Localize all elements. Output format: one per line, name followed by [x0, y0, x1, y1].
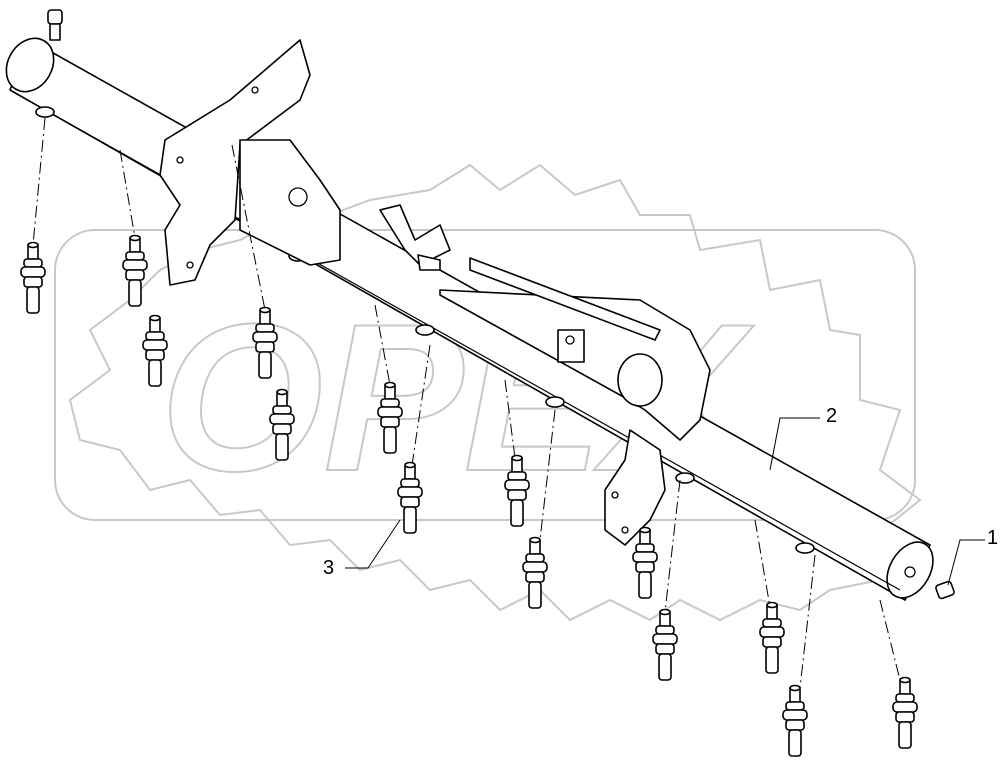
threaded-pin-icon	[269, 388, 295, 461]
callout-leaders	[345, 417, 985, 586]
callout-label-1: 1	[987, 527, 998, 549]
threaded-pin-group	[20, 234, 918, 757]
threaded-pin-icon	[892, 676, 918, 749]
assembly-axis-lines	[32, 117, 901, 689]
callout-label-2: 2	[826, 405, 837, 427]
threaded-pin-icon	[252, 306, 278, 379]
threaded-pin-icon	[377, 381, 403, 454]
threaded-pin-icon	[20, 241, 46, 314]
end-plug-icon	[935, 580, 955, 600]
threaded-pin-icon	[504, 454, 530, 527]
threaded-pin-icon	[652, 608, 678, 681]
threaded-pin-icon	[397, 461, 423, 534]
threaded-pin-icon	[122, 234, 148, 307]
threaded-pin-icon	[632, 526, 658, 599]
threaded-pin-icon	[782, 684, 808, 757]
watermark-gear-icon	[54, 163, 922, 622]
threaded-pin-icon	[142, 314, 168, 387]
end-plug-icon	[47, 9, 63, 41]
threaded-pin-icon	[522, 536, 548, 609]
pivot-arm-icon	[439, 257, 711, 441]
mounting-bracket-icon	[159, 39, 341, 286]
callout-label-3: 3	[323, 557, 334, 579]
threaded-pin-icon	[759, 601, 785, 674]
mounting-bracket-icon	[379, 204, 451, 271]
mounting-bracket-icon	[604, 429, 666, 546]
